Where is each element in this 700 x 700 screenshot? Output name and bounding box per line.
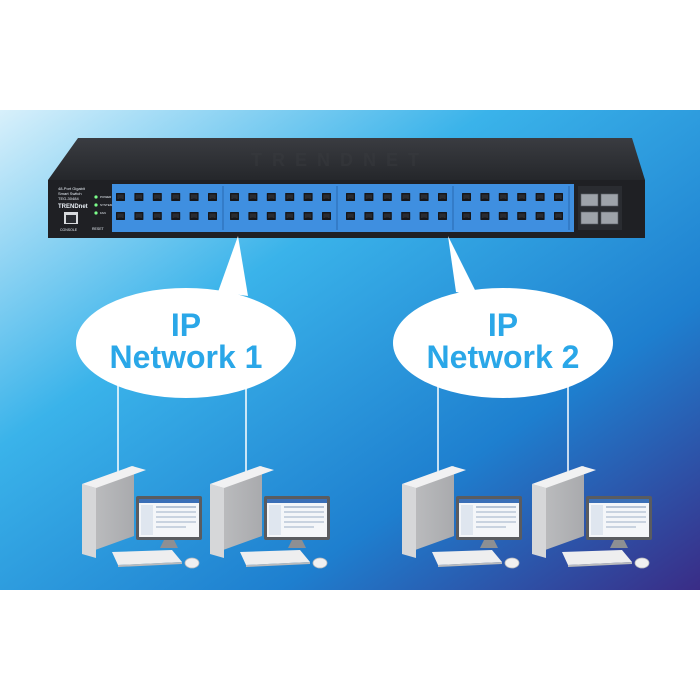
ethernet-port (462, 212, 471, 220)
ethernet-port (322, 212, 331, 220)
ethernet-port (462, 193, 471, 201)
ethernet-port (498, 212, 508, 220)
ethernet-port (535, 193, 545, 201)
sfp-port (580, 193, 599, 207)
ethernet-port (152, 193, 162, 201)
ethernet-port (266, 193, 276, 201)
ethernet-port (116, 193, 125, 201)
ethernet-port (208, 212, 217, 220)
ethernet-port (401, 212, 411, 220)
ethernet-port (419, 193, 429, 201)
svg-text:SYSTEM: SYSTEM (100, 203, 113, 207)
ethernet-port (438, 212, 447, 220)
ethernet-port (208, 193, 217, 201)
ethernet-port (438, 193, 447, 201)
port-group-divider (452, 186, 454, 230)
ethernet-port (498, 193, 508, 201)
ethernet-port (116, 212, 125, 220)
sfp-port (580, 211, 599, 225)
ethernet-port (401, 193, 411, 201)
network-2-line2: Network 2 (427, 339, 580, 375)
network-1-line2: Network 1 (110, 339, 263, 375)
port-grid (116, 186, 570, 230)
switch-model-line2: Smart Switch (58, 191, 82, 196)
bubble-network-1: IP Network 1 (76, 236, 296, 398)
switch-model-line1: 48-Port Gigabit (58, 186, 86, 191)
switch-top-brand: TRENDNET (251, 150, 429, 170)
port-group-divider (222, 186, 224, 230)
ethernet-port (266, 212, 276, 220)
switch-top (48, 138, 645, 180)
ethernet-port (480, 193, 490, 201)
sfp-ports (580, 193, 619, 225)
switch-brand-logo: TRENDnet (58, 204, 88, 210)
bubble-network-2: IP Network 2 (393, 236, 613, 398)
svg-text:FAN: FAN (100, 211, 106, 215)
ethernet-port (248, 193, 258, 201)
ethernet-port (134, 193, 144, 201)
ethernet-port (419, 212, 429, 220)
ethernet-port (535, 212, 545, 220)
ethernet-port (517, 212, 527, 220)
network-switch: TRENDNET 48-Port Gigabit Smart Switch TE… (48, 138, 645, 238)
ethernet-port (554, 212, 563, 220)
ethernet-port (303, 193, 313, 201)
ethernet-port (230, 212, 239, 220)
ethernet-port (285, 193, 295, 201)
ethernet-port (189, 193, 199, 201)
ethernet-port (382, 212, 392, 220)
sfp-port (600, 211, 619, 225)
ethernet-port (230, 193, 239, 201)
ethernet-port (171, 193, 181, 201)
ethernet-port (171, 212, 181, 220)
ethernet-port (322, 193, 331, 201)
ethernet-port (189, 212, 199, 220)
ethernet-port (134, 212, 144, 220)
ethernet-port (517, 193, 527, 201)
ethernet-port (346, 212, 355, 220)
ethernet-port (285, 212, 295, 220)
ethernet-port (382, 193, 392, 201)
ethernet-port (248, 212, 258, 220)
svg-text:POWER: POWER (100, 195, 112, 199)
ethernet-port (364, 193, 374, 201)
port-group-divider (336, 186, 338, 230)
port-group-divider (568, 186, 570, 230)
ethernet-port (480, 212, 490, 220)
console-label: CONSOLE (60, 228, 78, 232)
ethernet-port (346, 193, 355, 201)
ethernet-port (554, 193, 563, 201)
status-leds: POWER SYSTEM FAN (94, 195, 113, 215)
sfp-port (600, 193, 619, 207)
ethernet-port (303, 212, 313, 220)
connection-lines (117, 380, 569, 474)
ethernet-port (364, 212, 374, 220)
network-2-line1: IP (488, 307, 518, 343)
network-1-line1: IP (171, 307, 201, 343)
ethernet-port (152, 212, 162, 220)
switch-model-line3: TEG-30484 (58, 196, 79, 201)
reset-label: RESET (92, 227, 105, 231)
port-strip (112, 184, 574, 232)
